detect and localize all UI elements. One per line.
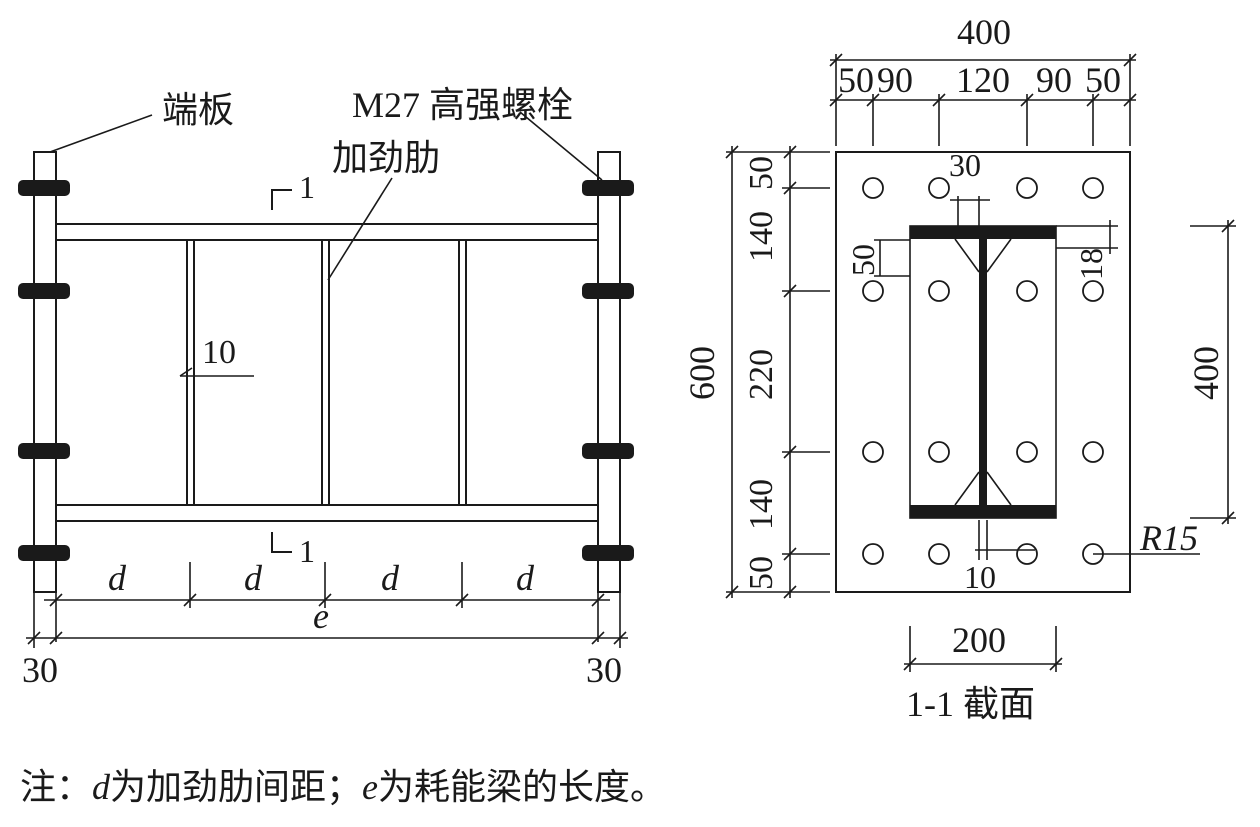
dimension-flange-width: 200 (903, 620, 1063, 672)
section-title: 1-1 截面 (906, 684, 1035, 724)
bolt-hole (928, 441, 950, 463)
bolt (582, 545, 634, 561)
bolt-holes (862, 177, 1104, 565)
label-d: d (244, 558, 263, 598)
label-d: d (516, 558, 535, 598)
label-plate-thickness-right: 30 (586, 650, 622, 690)
label-flange-width: 200 (952, 620, 1006, 660)
section-web (979, 239, 987, 505)
bolt (582, 283, 634, 299)
label-height-total: 600 (682, 346, 722, 400)
stiffener (321, 239, 330, 506)
bolt-hole (1082, 177, 1104, 199)
dimension-d: d d d d (44, 558, 610, 642)
stiffeners (186, 239, 467, 506)
label-stiffener-thickness: 10 (202, 334, 236, 371)
dimension-section-height: 400 (1186, 219, 1236, 525)
bolt-hole (1016, 177, 1038, 199)
leader-end-plate (49, 114, 153, 153)
end-plate-right (597, 151, 621, 593)
label-radius: R15 (1139, 518, 1198, 558)
bolt-hole (1082, 441, 1104, 463)
bolt-hole (862, 441, 884, 463)
top-flange (55, 223, 599, 241)
bolts-right (582, 180, 634, 561)
footnote-prefix: 注： (20, 767, 93, 808)
dimension-height: 600 50 140 220 140 50 (682, 145, 830, 599)
section-mark-bottom (271, 532, 292, 553)
bolts-left (18, 180, 70, 561)
bolt (582, 180, 634, 196)
bolt (18, 180, 70, 196)
label-vertical-spacing: 140 (743, 479, 780, 530)
label-dim-50: 50 (845, 244, 881, 276)
footnote-e-symbol: e (362, 767, 379, 807)
label-bolt-spacing: 120 (956, 60, 1010, 100)
section-mark-bottom-label: 1 (299, 533, 315, 569)
bolt-hole (862, 177, 884, 199)
bottom-flange (55, 504, 599, 522)
label-bolt-spacing: 50 (1085, 60, 1121, 100)
bolt-hole (928, 543, 950, 565)
leader-thickness-tick (179, 367, 193, 377)
end-plate-outline (835, 151, 1131, 593)
bolt (18, 545, 70, 561)
section-view: 400 50 90 120 90 50 600 (682, 12, 1236, 724)
leader-bolt (519, 111, 603, 181)
bolt-hole (928, 280, 950, 302)
label-plate-thickness-left: 30 (22, 650, 58, 690)
section-mark-top-label: 1 (299, 169, 315, 205)
stiffener (186, 239, 195, 506)
footnote-d-symbol: d (92, 767, 111, 807)
label-bolt-spacing: 90 (877, 60, 913, 100)
dimension-width: 400 50 90 120 90 50 (829, 12, 1137, 146)
footnote-d-text: 为加劲肋间距； (110, 767, 363, 808)
bolt-hole (928, 177, 950, 199)
bolt (18, 283, 70, 299)
leader-stiffener (327, 177, 393, 281)
bolt-hole (1016, 543, 1038, 565)
section-top-flange (910, 226, 1056, 239)
label-vertical-spacing: 50 (743, 556, 780, 590)
label-vertical-spacing: 220 (743, 349, 780, 400)
elevation-view: 端板 M27 高强螺栓 加劲肋 10 1 1 d d d d (18, 85, 634, 690)
label-bolt: M27 高强螺栓 (352, 85, 573, 125)
label-web-thickness: 10 (964, 559, 996, 595)
label-vertical-spacing: 140 (743, 211, 780, 262)
bolt-hole (862, 543, 884, 565)
label-stiffener: 加劲肋 (332, 138, 440, 178)
label-end-plate: 端板 (162, 90, 234, 130)
dimension-e: e 30 30 (22, 592, 628, 690)
label-d: d (381, 558, 400, 598)
bolt-hole (862, 280, 884, 302)
bolt-hole (1016, 441, 1038, 463)
bolt (582, 443, 634, 459)
label-bolt-spacing: 50 (838, 60, 874, 100)
label-e: e (313, 596, 329, 636)
label-vertical-spacing: 50 (743, 156, 780, 190)
bolt-hole (1082, 280, 1104, 302)
stiffener (458, 239, 467, 506)
bolt (18, 443, 70, 459)
section-bottom-flange (910, 505, 1056, 518)
footnote: 注：d为加劲肋间距；e为耗能梁的长度。 (20, 758, 666, 810)
label-section-height: 400 (1186, 346, 1226, 400)
end-plate-left (33, 151, 57, 593)
bolt-hole (1016, 280, 1038, 302)
label-dim-30: 30 (949, 147, 981, 183)
stiffener-welds (954, 238, 1012, 506)
label-width-total: 400 (957, 12, 1011, 52)
detail-dimensions: 30 50 18 10 R15 (845, 147, 1200, 595)
label-bolt-spacing: 90 (1036, 60, 1072, 100)
label-d: d (108, 558, 127, 598)
footnote-e-text: 为耗能梁的长度。 (378, 767, 667, 808)
label-dim-18: 18 (1073, 248, 1109, 280)
section-mark-top (271, 189, 292, 210)
